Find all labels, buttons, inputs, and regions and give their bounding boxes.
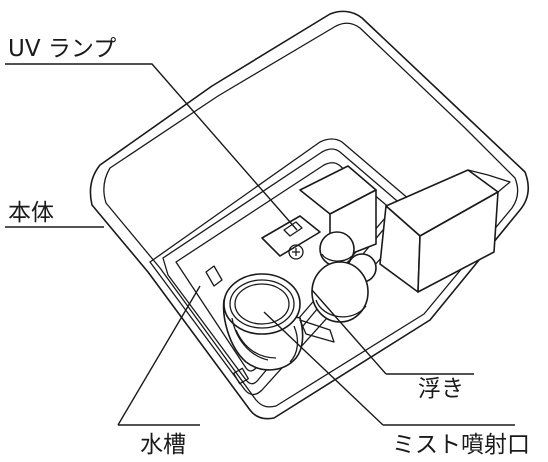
leader-float <box>311 289 474 375</box>
label-body: 本体 <box>8 200 54 226</box>
uv-lamp-bracket <box>261 215 321 260</box>
leader-mist-outlet <box>263 311 515 426</box>
leader-water-tank <box>117 285 201 426</box>
label-mist-outlet: ミスト噴射口 <box>392 432 530 458</box>
divider-block <box>299 165 511 293</box>
label-float: 浮き <box>418 376 464 402</box>
float-ball <box>311 231 377 323</box>
mist-nozzle <box>222 273 304 371</box>
leader-uv-lamp <box>5 63 298 231</box>
leader-lines <box>5 63 515 426</box>
tank-details <box>205 265 335 343</box>
label-water-tank: 水槽 <box>140 432 186 458</box>
label-uv-lamp: UV ランプ <box>8 36 116 62</box>
